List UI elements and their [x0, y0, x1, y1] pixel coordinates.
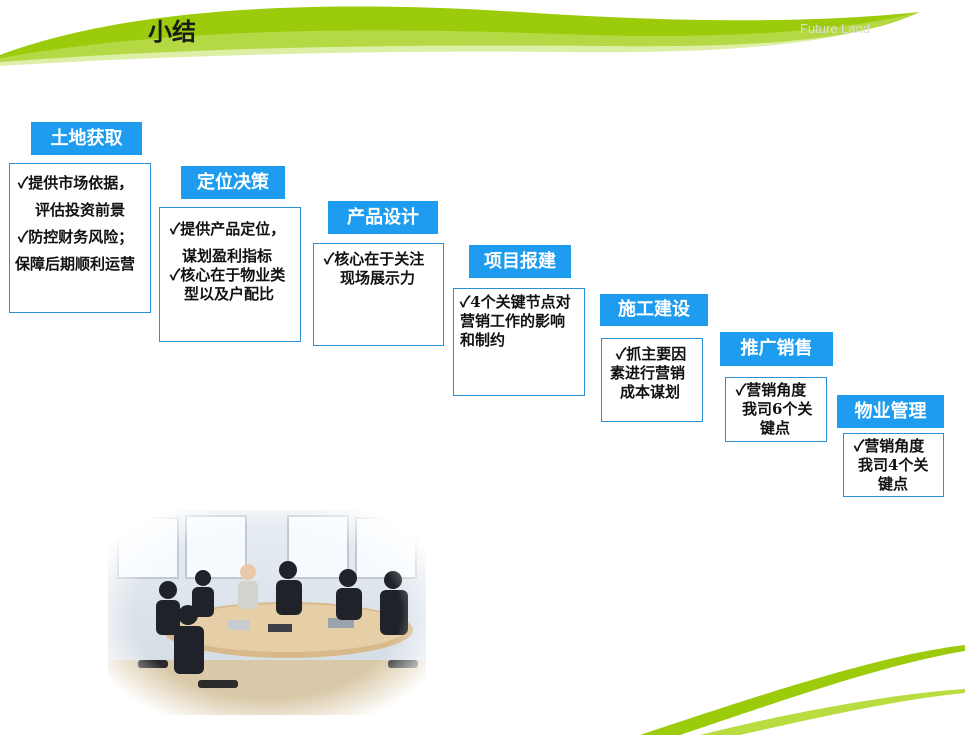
- stage-line: ✓防控财务风险；: [18, 228, 134, 246]
- stage-line: 型以及户配比: [184, 285, 275, 303]
- stage-line: 营销工作的影响: [460, 312, 566, 330]
- stage-label-product-design: 产品设计: [328, 201, 438, 234]
- stage-label-positioning: 定位决策: [181, 166, 285, 199]
- stage-box-project-approval: ✓4个关键节点对 营销工作的影响 和制约: [453, 288, 585, 396]
- stage-box-land-acquisition: ✓提供市场依据， 评估投资前景 ✓防控财务风险； 保障后期顺利运营: [9, 163, 151, 313]
- stage-line: 评估投资前景: [35, 201, 126, 219]
- page-title: 小结: [148, 18, 196, 46]
- stage-box-positioning: ✓提供产品定位， 谋划盈利指标 ✓核心在于物业类 型以及户配比: [159, 207, 301, 342]
- stage-label-construction: 施工建设: [600, 294, 708, 326]
- stage-line: ✓提供市场依据，: [18, 174, 134, 192]
- stage-line: ✓4个关键节点对: [460, 293, 571, 311]
- stage-box-product-design: ✓核心在于关注 现场展示力: [313, 243, 444, 346]
- header-swoosh: [0, 6, 920, 66]
- footer-swoosh: [640, 645, 965, 735]
- stage-line: 谋划盈利指标: [182, 247, 273, 265]
- stage-line: 现场展示力: [340, 269, 416, 287]
- stage-line: 键点: [760, 419, 791, 437]
- stage-box-property-management: ✓营销角度 我司4个关 键点: [843, 433, 944, 497]
- stage-box-construction: ✓抓主要因 素进行营销 成本谋划: [601, 338, 703, 422]
- stage-line: 键点: [878, 475, 909, 493]
- stage-line: ✓营销角度: [854, 437, 925, 455]
- stage-line: ✓提供产品定位，: [170, 220, 286, 238]
- stage-label-land-acquisition: 土地获取: [31, 122, 142, 155]
- stage-box-promotion-sales: ✓营销角度 我司6个关 键点: [725, 377, 827, 442]
- brand-watermark: Future Land: [800, 21, 871, 36]
- stage-line: ✓抓主要因: [616, 345, 687, 363]
- stage-line: ✓核心在于物业类: [170, 266, 286, 284]
- stage-line: 我司6个关: [742, 400, 813, 418]
- meeting-photo: [108, 510, 426, 715]
- stage-line: 成本谋划: [620, 383, 681, 401]
- stage-label-property-management: 物业管理: [837, 395, 944, 428]
- stage-line: ✓核心在于关注: [324, 250, 425, 268]
- stage-line: 保障后期顺利运营: [15, 255, 136, 273]
- stage-line: ✓营销角度: [736, 381, 807, 399]
- stage-line: 和制约: [460, 331, 506, 349]
- stage-line: 我司4个关: [858, 456, 929, 474]
- stage-line: 素进行营销: [610, 364, 686, 382]
- stage-label-project-approval: 项目报建: [469, 245, 571, 278]
- stage-label-promotion-sales: 推广销售: [720, 332, 833, 366]
